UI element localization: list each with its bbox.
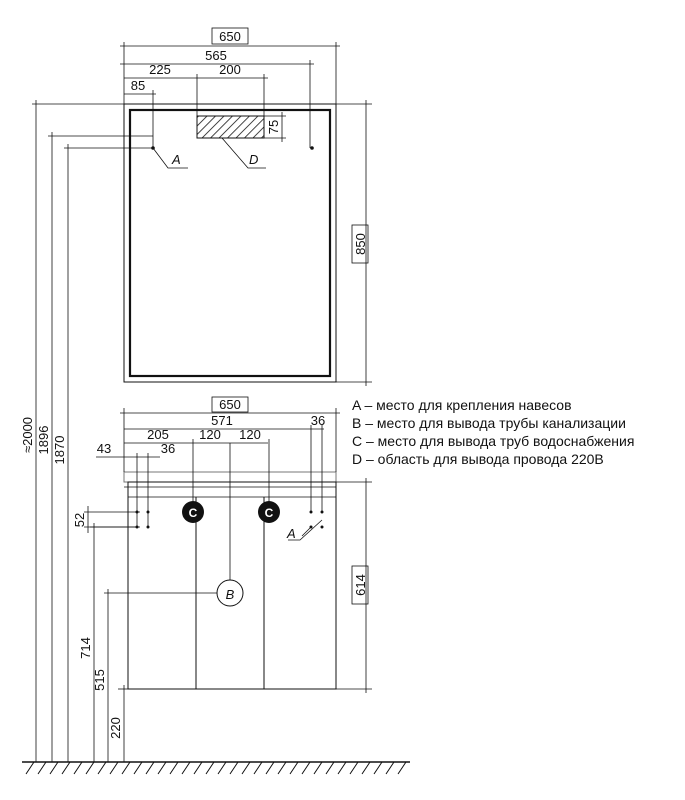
floor-hatch-mark: [289, 761, 299, 775]
floor-hatch-mark: [397, 761, 407, 775]
floor-hatch-mark: [157, 761, 167, 775]
legend: A – место для крепления навесов B – мест…: [352, 396, 672, 468]
cabinet-dim-571: 571: [211, 413, 233, 428]
cabinet-dim-120-a: 120: [199, 427, 221, 442]
cabinet-top-dimensions: 650 571 36 205 120 120 43 36: [96, 396, 340, 527]
floor-hatch-mark: [49, 761, 59, 775]
floor-hatch-mark: [97, 761, 107, 775]
floor-hatch-mark: [277, 761, 287, 775]
svg-text:C: C: [189, 506, 198, 520]
legend-item-b: B – место для вывода трубы канализации: [352, 415, 626, 431]
floor-hatch-mark: [373, 761, 383, 775]
cabinet-dim-205: 205: [147, 427, 169, 442]
floor-hatch-mark: [37, 761, 47, 775]
cabinet-label-a: A: [286, 526, 296, 541]
cabinet-body: [127, 481, 337, 690]
cabinet-dim-120-b: 120: [239, 427, 261, 442]
floor-hatch-mark: [217, 761, 227, 775]
mirror-label-d: D: [249, 152, 258, 167]
svg-text:C: C: [265, 506, 274, 520]
cabinet: C C A B: [104, 443, 337, 690]
floor-hatch-mark: [73, 761, 83, 775]
mirror-dim-75: 75: [266, 120, 281, 134]
floor-hatch-mark: [85, 761, 95, 775]
floor-hatch-mark: [181, 761, 191, 775]
legend-item-c: C – место для вывода труб водоснабжения: [352, 433, 635, 449]
floor-hatch-mark: [325, 761, 335, 775]
mirror-frame-inner: [128, 108, 332, 378]
cabinet-point-right-4: [320, 525, 324, 529]
floor: [22, 761, 410, 775]
cabinet-dim-52-group: 52: [72, 506, 140, 533]
dim-1896: 1896: [36, 426, 51, 455]
floor-hatch-mark: [313, 761, 323, 775]
mirror-label-a: A: [171, 152, 181, 167]
mirror-width-label: 650: [219, 29, 241, 44]
cabinet-label-b: B: [226, 587, 235, 602]
cabinet-dim-52: 52: [72, 513, 87, 527]
area-d-hatch: [196, 115, 265, 139]
floor-hatch-mark: [133, 761, 143, 775]
floor-hatch-mark: [301, 761, 311, 775]
floor-hatch-mark: [241, 761, 251, 775]
dim-220: 220: [108, 717, 123, 739]
floor-hatch-mark: [205, 761, 215, 775]
cabinet-height-label: 614: [353, 574, 368, 596]
dim-515: 515: [92, 669, 107, 691]
floor-hatch-mark: [61, 761, 71, 775]
floor-hatch-mark: [229, 761, 239, 775]
mirror-leader-a: [152, 147, 188, 169]
floor-hatch-mark: [25, 761, 35, 775]
water-outlet-c-right: C: [258, 501, 280, 523]
mirror-width-box: [211, 27, 249, 45]
floor-hatch-mark: [145, 761, 155, 775]
cabinet-dim-36-right: 36: [311, 413, 325, 428]
floor-hatch-mark: [253, 761, 263, 775]
floor-hatch-mark: [121, 761, 131, 775]
cabinet-dim-36-left: 36: [161, 441, 175, 456]
mirror-leader-d: [221, 137, 266, 169]
dim-714: 714: [78, 637, 93, 659]
mirror-point-a-right: [310, 146, 314, 150]
mirror-height-label: 850: [353, 233, 368, 255]
legend-item-d: D – область для вывода провода 220В: [352, 451, 604, 467]
cabinet-dim-43: 43: [97, 441, 111, 456]
dim-total-height: ≈2000: [20, 417, 35, 453]
mirror-frame-outer: [123, 103, 337, 383]
legend-item-a: A – место для крепления навесов: [352, 397, 572, 413]
mirror-dim-200: 200: [219, 62, 241, 77]
floor-hatch-mark: [169, 761, 179, 775]
floor-hatch-mark: [109, 761, 119, 775]
floor-hatch-mark: [193, 761, 203, 775]
water-outlet-c-left: C: [182, 501, 204, 523]
vertical-dimensions: ≈2000 1896 1870 714 515 220: [20, 100, 153, 762]
mirror: A D: [123, 103, 337, 383]
floor-hatch-mark: [337, 761, 347, 775]
cabinet-width-label: 650: [219, 397, 241, 412]
floor-hatch-mark: [385, 761, 395, 775]
mirror-height-dimension: 850: [336, 100, 372, 386]
mirror-dim-85: 85: [131, 78, 145, 93]
floor-hatch-mark: [361, 761, 371, 775]
floor-hatch-mark: [265, 761, 275, 775]
floor-hatch-mark: [349, 761, 359, 775]
mirror-top-dimensions: 650 565 225 200 85 75: [120, 27, 340, 148]
dim-1870: 1870: [52, 436, 67, 465]
cabinet-height-dimension: 614: [336, 478, 372, 693]
mirror-dim-565: 565: [205, 48, 227, 63]
mirror-dim-225: 225: [149, 62, 171, 77]
cabinet-leader-a: [288, 519, 323, 541]
